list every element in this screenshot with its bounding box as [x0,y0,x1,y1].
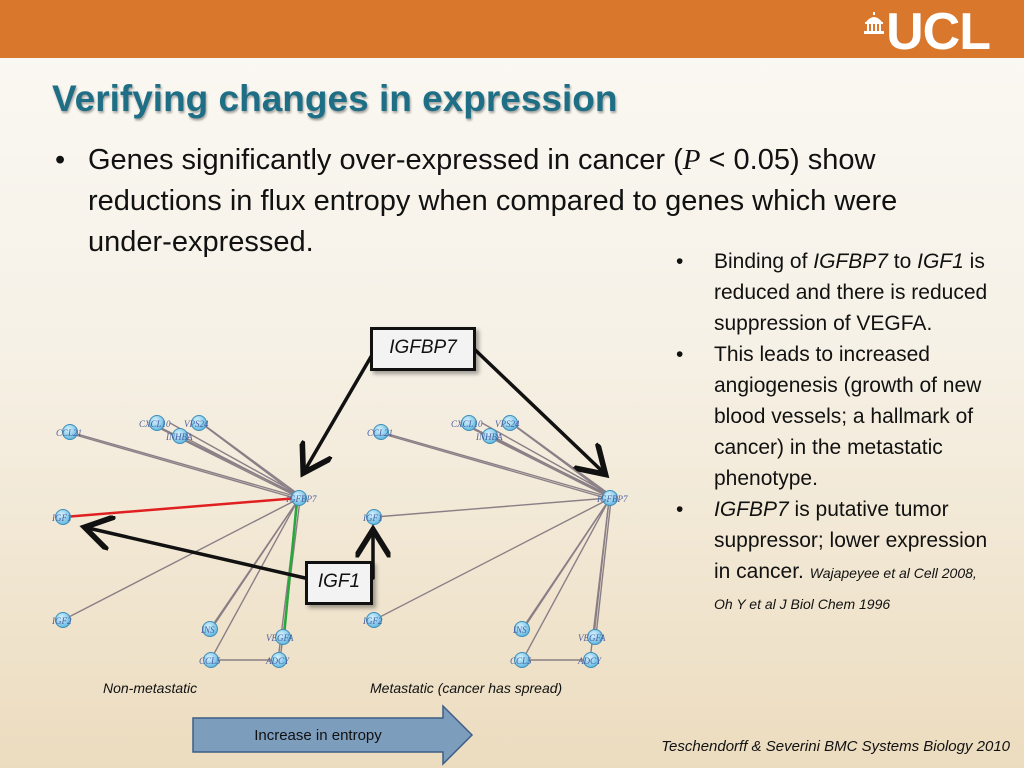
svg-text:ADCY: ADCY [577,656,602,666]
bullet-marker: • [676,343,684,366]
node-cxcl10: CXCL10 [139,415,171,431]
left-network-nodes: CCL21 CXCL10 VPS24 INHBA IGFBP7 IGF1 IGF… [51,415,317,668]
p-symbol: P [682,144,701,176]
bullet-marker: • [676,250,684,273]
b3-post: is putative tumor suppressor; lower expr… [714,498,988,583]
main-bullet-part2: < 0.05) show reductions in flux entropy … [88,144,898,258]
node-vps24: VPS24 [495,415,520,431]
node-adcy: ADCY [577,652,602,668]
node-inhba: INHBA [165,428,193,444]
ucl-logo: UCL [864,3,991,61]
node-ins: INS [512,621,530,637]
igfbp7-label-box: IGFBP7 [370,327,476,371]
svg-text:IGFBP7: IGFBP7 [285,494,317,504]
arrow-igfbp7-left [305,353,374,470]
side-bullet-3: • IGFBP7 is putative tumor suppressor; l… [676,494,996,618]
svg-text:IGF2: IGF2 [362,616,383,626]
slide-title: Verifying changes in expression [52,78,618,119]
svg-text:CXCL10: CXCL10 [139,419,171,429]
svg-text:CCL21: CCL21 [367,428,393,438]
vegfa-igfbp7-edge [282,499,299,637]
left-network-edges [62,421,301,662]
svg-text:INHBA: INHBA [165,432,193,442]
caption-non-metastatic: Non-metastatic [103,680,198,696]
igf1-igfbp7-edge-reduced [63,496,299,519]
logo-text: UCL [886,3,991,61]
svg-text:CCL5: CCL5 [510,656,532,666]
node-vegfa: VEGFA [578,629,606,645]
b1-mid: to [887,250,918,273]
side-bullets: • Binding of IGFBP7 to IGF1 is reduced a… [676,246,996,618]
caption-metastatic: Metastatic (cancer has spread) [370,680,563,696]
node-ccl5: CCL5 [510,652,532,668]
main-bullet-text: Genes significantly over-expressed in ca… [88,140,968,263]
svg-text:VEGFA: VEGFA [266,633,294,643]
node-igfbp7: IGFBP7 [596,490,628,506]
b1-post: is reduced and there is reduced suppress… [714,250,988,335]
svg-text:IGF2: IGF2 [51,616,72,626]
node-cxcl10: CXCL10 [451,415,483,431]
svg-text:CCL5: CCL5 [199,656,221,666]
right-network-edges [373,421,612,662]
gene-igfbp7: IGFBP7 [714,498,789,521]
node-ccl5: CCL5 [199,652,221,668]
svg-text:VPS24: VPS24 [495,419,520,429]
svg-text:INS: INS [200,625,215,635]
node-inhba: INHBA [475,428,503,444]
svg-text:VPS24: VPS24 [184,419,209,429]
side-bullet-1: • Binding of IGFBP7 to IGF1 is reduced a… [676,246,996,339]
side-bullet-2: • This leads to increased angiogenesis (… [676,339,996,494]
node-vps24: VPS24 [184,415,209,431]
svg-text:IGF1: IGF1 [362,513,383,523]
svg-text:ADCY: ADCY [265,656,290,666]
node-igf2: IGF2 [51,612,72,628]
node-igf1: IGF1 [362,509,383,525]
svg-text:IGF1: IGF1 [51,513,72,523]
svg-text:INHBA: INHBA [475,432,503,442]
gene-igfbp7: IGFBP7 [813,250,888,273]
gene-igf1: IGF1 [917,250,964,273]
igf1-label-box: IGF1 [305,561,373,605]
svg-text:IGFBP7: IGFBP7 [596,494,628,504]
arrow-igfbp7-right [468,343,603,472]
node-adcy: ADCY [265,652,290,668]
b2-text: This leads to increased angiogenesis (gr… [714,343,982,490]
header-bar: UCL [0,0,1024,58]
bullet-marker: • [55,144,66,176]
svg-text:CXCL10: CXCL10 [451,419,483,429]
svg-text:VEGFA: VEGFA [578,633,606,643]
node-vegfa: VEGFA [266,629,294,645]
arrow-igf1-left [88,528,307,580]
entropy-arrow-label: Increase in entropy [254,727,382,744]
svg-text:CCL21: CCL21 [56,428,82,438]
entropy-arrow-shape [192,704,474,766]
node-igfbp7: IGFBP7 [285,490,317,506]
b1-pre: Binding of [714,250,814,273]
node-igf1: IGF1 [51,509,72,525]
citation: Wajapeyee et al Cell 2008, Oh Y et al J … [714,565,977,612]
right-network-nodes: CCL21 CXCL10 VPS24 INHBA IGFBP7 IGF1 IGF… [362,415,628,668]
node-ins: INS [200,621,218,637]
svg-text:INS: INS [512,625,527,635]
node-ccl21: CCL21 [367,424,393,440]
source-credit: Teschendorff & Severini BMC Systems Biol… [661,738,1010,755]
bullet-marker: • [676,498,684,521]
node-ccl21: CCL21 [56,424,82,440]
dome-icon [864,12,885,34]
pointer-arrows [88,343,603,580]
main-bullet-part1: Genes significantly over-expressed in ca… [88,144,683,176]
node-igf2: IGF2 [362,612,383,628]
